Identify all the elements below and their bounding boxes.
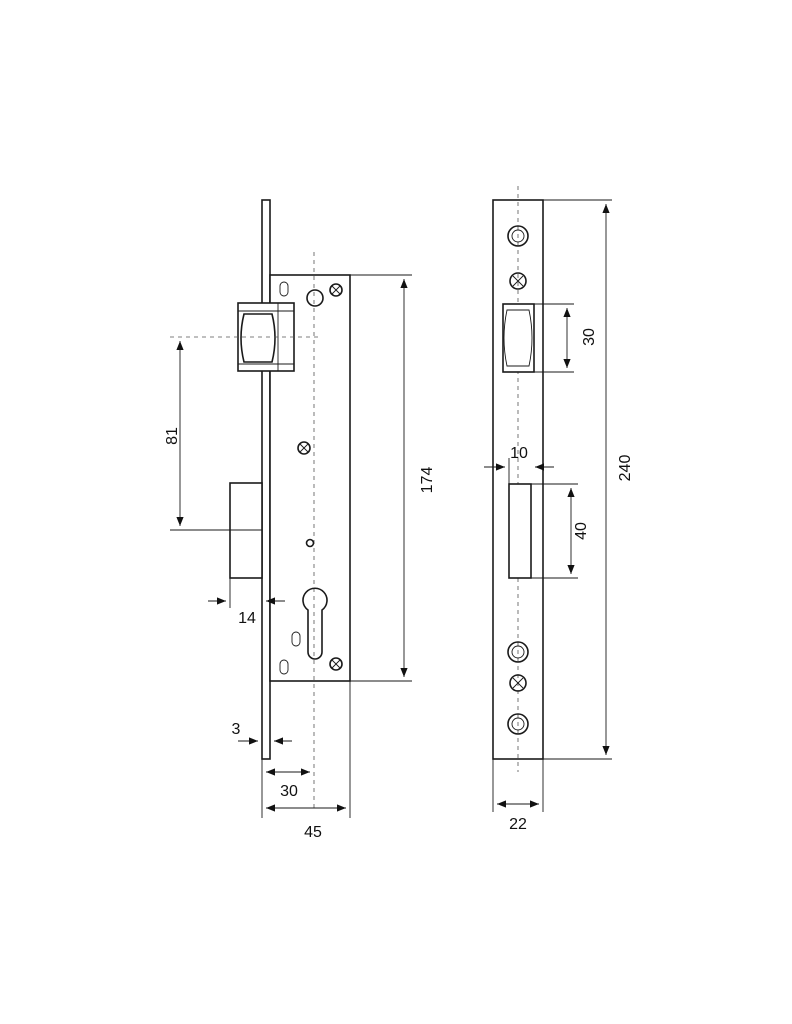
screw-bottom-front: [509, 674, 527, 692]
dim-label-22: 22: [509, 816, 527, 833]
screw-bottom-side: [329, 657, 343, 671]
case-slot-bottom: [279, 659, 289, 675]
dim-label-40: 40: [573, 522, 590, 540]
dim-label-240: 240: [617, 455, 634, 482]
screw-top-front: [509, 272, 527, 290]
dim-label-45: 45: [304, 824, 322, 841]
dim-label-174: 174: [419, 467, 436, 494]
latch-front: [502, 303, 535, 373]
screw-top-side: [329, 283, 343, 297]
screw-middle-side: [297, 441, 311, 455]
case-slot-top: [279, 281, 289, 297]
dim-label-30-front: 30: [581, 328, 598, 346]
case-slot-lower: [291, 631, 301, 647]
bolt-opening-front: [508, 483, 532, 579]
front-hole-bottom-outer: [507, 713, 529, 735]
deadbolt-side: [229, 482, 263, 579]
cylinder-cutout: [302, 587, 328, 660]
dim-label-14: 14: [238, 610, 256, 627]
side-view: [170, 199, 412, 818]
front-hole-top-outer: [507, 225, 529, 247]
side-faceplate: [261, 199, 271, 760]
dim-label-30-side: 30: [280, 783, 298, 800]
case-hole-small: [305, 538, 315, 548]
dim-label-81: 81: [164, 427, 181, 445]
front-view: [484, 186, 612, 812]
front-hole-lower-outer: [507, 641, 529, 663]
dim-label-3: 3: [232, 721, 241, 738]
case-hole-top: [306, 289, 324, 307]
dim-label-10: 10: [510, 445, 528, 462]
